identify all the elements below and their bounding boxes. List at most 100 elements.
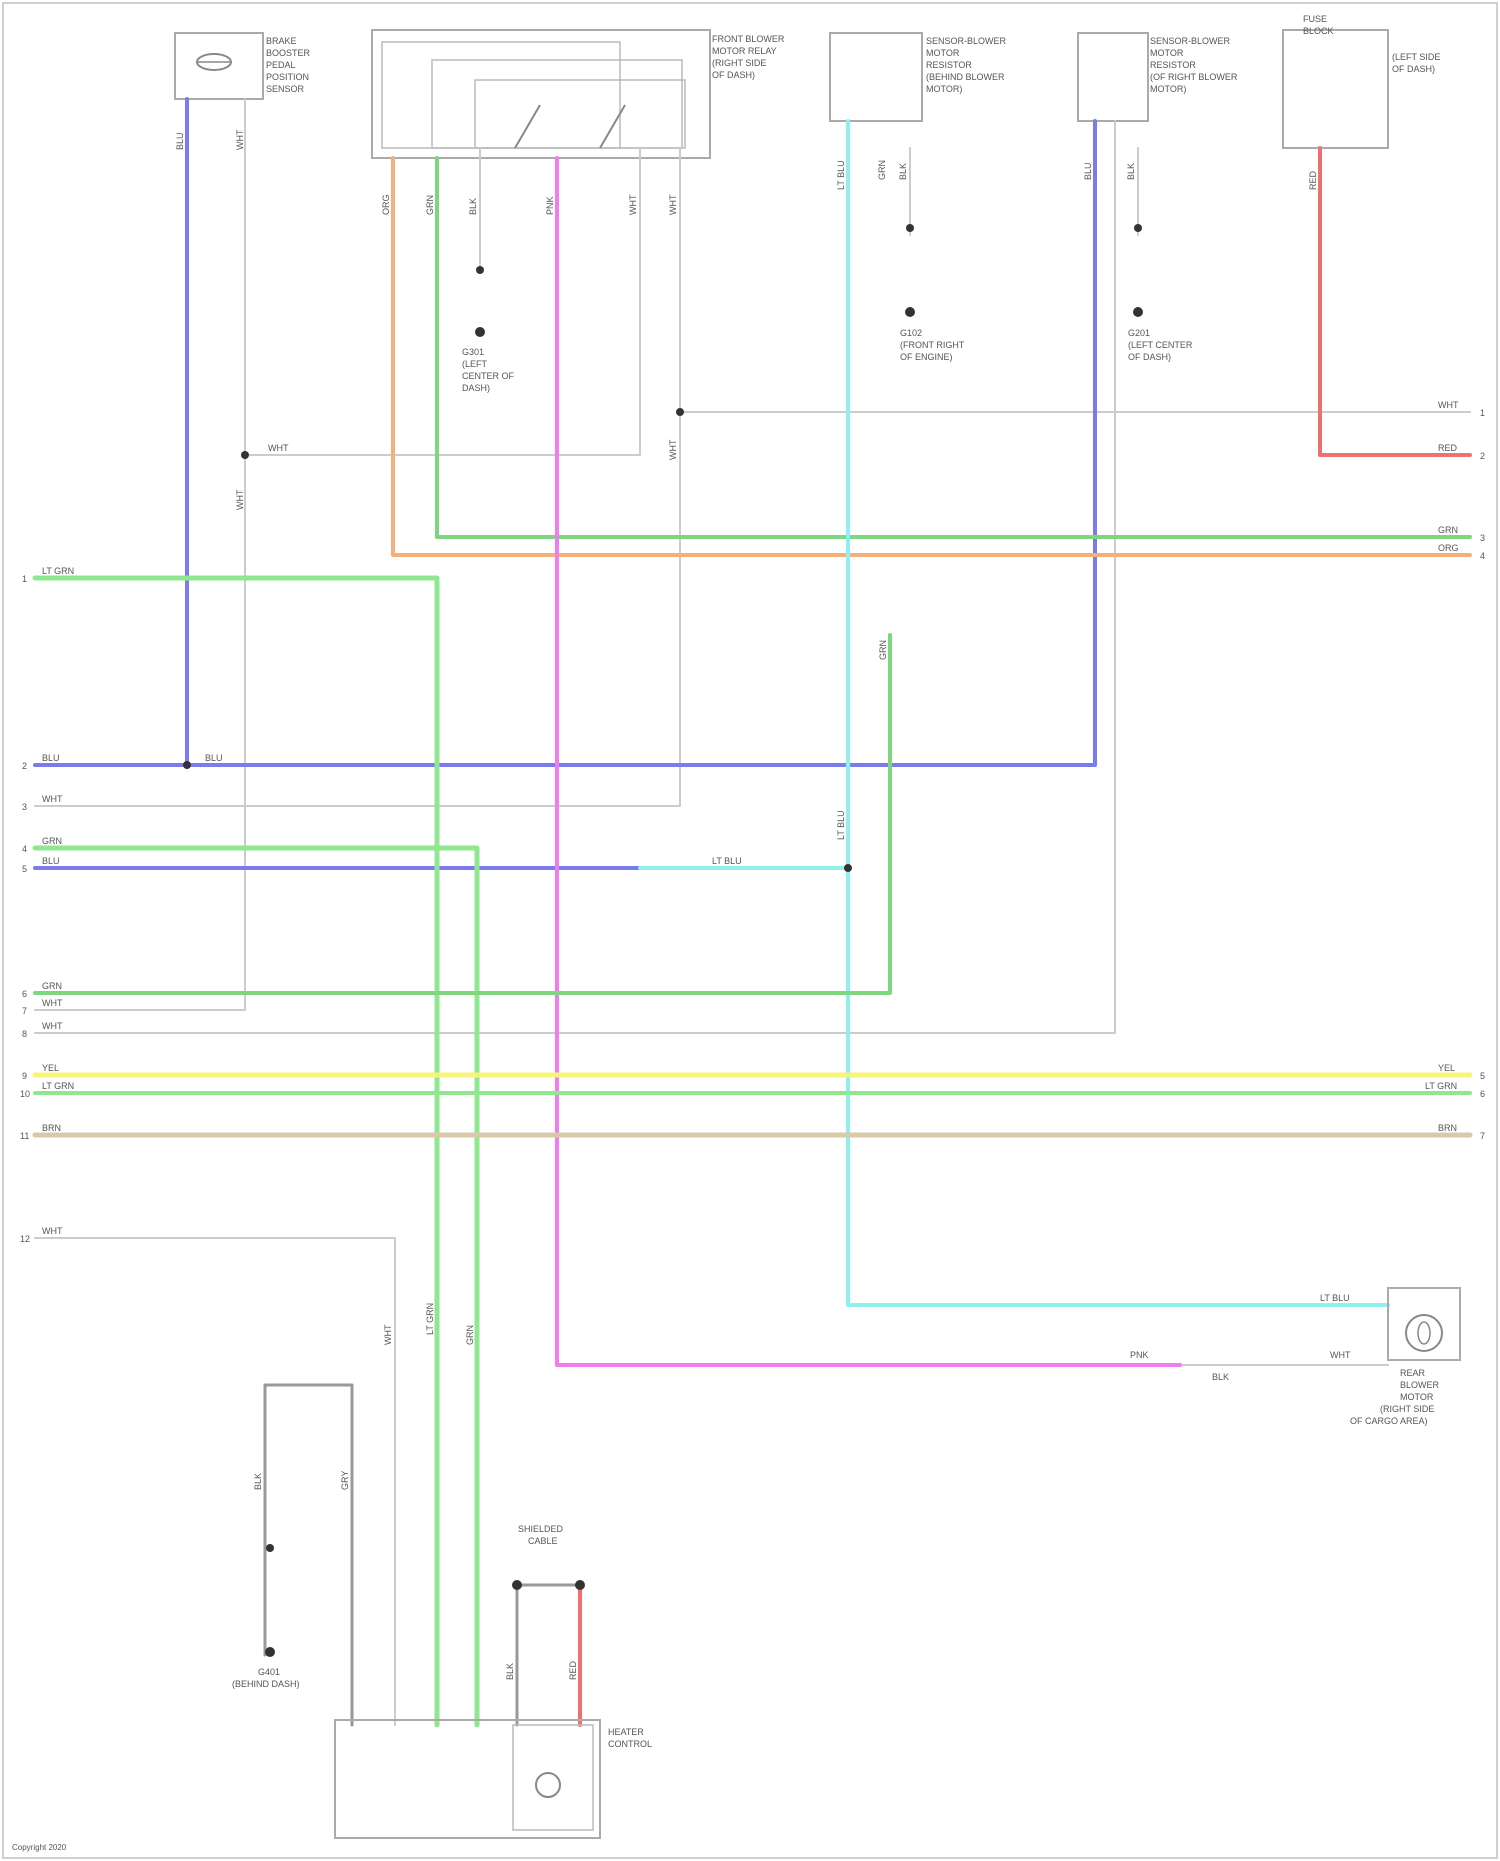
pin-right-1: 1: [1480, 408, 1485, 418]
vlabel-grn-sensor1: GRN: [877, 160, 887, 180]
middle-sensor-2-label-5: MOTOR): [1150, 84, 1186, 94]
relay-switch-2: [600, 105, 625, 148]
ground-labels: G301 (LEFT CENTER OF DASH) G102 (FRONT R…: [462, 328, 1193, 393]
top-left-sensor: BRAKE BOOSTER PEDAL POSITION SENSOR: [175, 33, 311, 99]
right-motor-label-3: MOTOR: [1400, 1392, 1434, 1402]
wire-gray-upper: [245, 148, 640, 455]
bottom-ground-label-2: (BEHIND DASH): [232, 1679, 300, 1689]
middle-sensor-1: SENSOR-BLOWER MOTOR RESISTOR (BEHIND BLO…: [830, 33, 1007, 121]
splice-gray-right: [676, 408, 684, 416]
label-wht-1: WHT: [42, 794, 63, 804]
motor-icon: [1406, 1315, 1442, 1351]
relay-label-1: FRONT BLOWER: [712, 34, 785, 44]
label-blu-2: BLU: [205, 753, 223, 763]
vlabel-gry-bottom: GRY: [340, 1471, 350, 1490]
g-mid-label-2: (FRONT RIGHT: [900, 340, 965, 350]
label-wht-3: WHT: [42, 1021, 63, 1031]
top-left-sensor-box: [175, 33, 263, 99]
vlabel-blu-sensor2: BLU: [1083, 162, 1093, 180]
bottom-ground-label-1: G401: [258, 1667, 280, 1677]
label-brn-1: BRN: [42, 1123, 61, 1133]
pin-right-6: 6: [1480, 1089, 1485, 1099]
vlabel-blk-sensor1: BLK: [898, 163, 908, 180]
pin-left-12: 12: [20, 1234, 30, 1244]
top-left-sensor-label-4: POSITION: [266, 72, 309, 82]
vlabel-wht-relay-2: WHT: [668, 194, 678, 215]
top-left-sensor-label-2: BOOSTER: [266, 48, 311, 58]
vlabel-org-top: ORG: [381, 194, 391, 215]
pin-left-3: 3: [22, 802, 27, 812]
vlabel-wht-top: WHT: [235, 129, 245, 150]
pin-left-11: 11: [20, 1131, 29, 1141]
relay-label-2: MOTOR RELAY: [712, 46, 777, 56]
g-left-label-1: G301: [462, 347, 484, 357]
ground-dot-mid-1: [906, 224, 914, 232]
right-motor: REAR BLOWER MOTOR (RIGHT SIDE OF CARGO A…: [1350, 1288, 1460, 1426]
pin-left-9: 9: [22, 1071, 27, 1081]
module-icon: [536, 1773, 560, 1797]
bottom-shield: SHIELDED CABLE: [518, 1524, 564, 1546]
fuse-box: [1283, 30, 1388, 148]
pin-right-7: 7: [1480, 1131, 1485, 1141]
vlabel-red-fuse: RED: [1308, 170, 1318, 190]
bottom-module-label-2: CONTROL: [608, 1739, 652, 1749]
label-wht-5: WHT: [268, 443, 289, 453]
vlabel-wht-mid: WHT: [235, 489, 245, 510]
middle-sensor-2-label-2: MOTOR: [1150, 48, 1184, 58]
top-relay-box: FRONT BLOWER MOTOR RELAY (RIGHT SIDE OF …: [372, 30, 785, 158]
fuse-label-1: FUSE: [1303, 14, 1327, 24]
vlabel-red-shield: RED: [568, 1660, 578, 1680]
label-blu-1: BLU: [42, 753, 60, 763]
relay-box-outer: [372, 30, 710, 158]
vlabel-ltgrn-bottom: LT GRN: [425, 1303, 435, 1335]
vlabel-ltblu-top: LT BLU: [836, 160, 846, 190]
label-ltgrn-1: LT GRN: [42, 566, 74, 576]
fuse-label-2: BLOCK: [1303, 26, 1334, 36]
top-right-fuse: FUSE BLOCK (LEFT SIDE OF DASH): [1283, 14, 1440, 148]
label-ltblu-motor: LT BLU: [1320, 1293, 1350, 1303]
bottom-module-box: [335, 1720, 600, 1838]
ground-dot-bottom-1: [266, 1544, 274, 1552]
label-grn-r3: GRN: [1438, 525, 1458, 535]
splice-cyan: [844, 864, 852, 872]
ground-dot-mid-2: [905, 307, 915, 317]
bottom-ground: G401 (BEHIND DASH): [232, 1667, 300, 1689]
g-mid-label-3: OF ENGINE): [900, 352, 953, 362]
vlabel-blk-shield: BLK: [505, 1663, 515, 1680]
g-mid-label-1: G102: [900, 328, 922, 338]
shield-dot-right: [575, 1580, 585, 1590]
wire-light-green-2: [35, 848, 477, 1725]
pin-left-2: 2: [22, 761, 27, 771]
g-left-label-2: (LEFT: [462, 359, 488, 369]
label-yel-1: YEL: [42, 1063, 59, 1073]
ground-dot-left-2: [475, 327, 485, 337]
wire-gray-mid: [35, 148, 680, 806]
label-grn-1: GRN: [42, 836, 62, 846]
pin-left-8: 8: [22, 1029, 27, 1039]
relay-switch-1: [515, 105, 540, 148]
relay-box-inner-2: [432, 60, 682, 148]
right-motor-label-4: (RIGHT SIDE: [1380, 1404, 1434, 1414]
relay-label-3: (RIGHT SIDE: [712, 58, 766, 68]
bottom-shield-label-1: SHIELDED: [518, 1524, 564, 1534]
vlabel-wht-bottom: WHT: [383, 1324, 393, 1345]
vlabel-grn-mid: GRN: [878, 640, 888, 660]
page-border: [3, 3, 1497, 1858]
top-left-sensor-label-5: SENSOR: [266, 84, 305, 94]
label-grn-2: GRN: [42, 981, 62, 991]
middle-sensor-2-label-4: (OF RIGHT BLOWER: [1150, 72, 1238, 82]
pin-left-4: 4: [22, 844, 27, 854]
g-right-label-1: G201: [1128, 328, 1150, 338]
wire-gray-left-vertical: [35, 99, 245, 1010]
bottom-module-inner: [513, 1725, 593, 1830]
label-wht-r1: WHT: [1438, 400, 1459, 410]
vlabel-grn-bottom: GRN: [465, 1325, 475, 1345]
middle-sensor-2: SENSOR-BLOWER MOTOR RESISTOR (OF RIGHT B…: [1078, 33, 1238, 121]
relay-box-inner-3: [475, 80, 685, 148]
wire-labels: LT GRN BLU BLU WHT GRN BLU LT BLU GRN WH…: [42, 129, 1459, 1680]
label-wht-4: WHT: [42, 1226, 63, 1236]
ground-dot-bottom-2: [265, 1647, 275, 1657]
pin-right-3: 3: [1480, 533, 1485, 543]
pin-left-10: 10: [20, 1089, 30, 1099]
pin-right-4: 4: [1480, 551, 1485, 561]
